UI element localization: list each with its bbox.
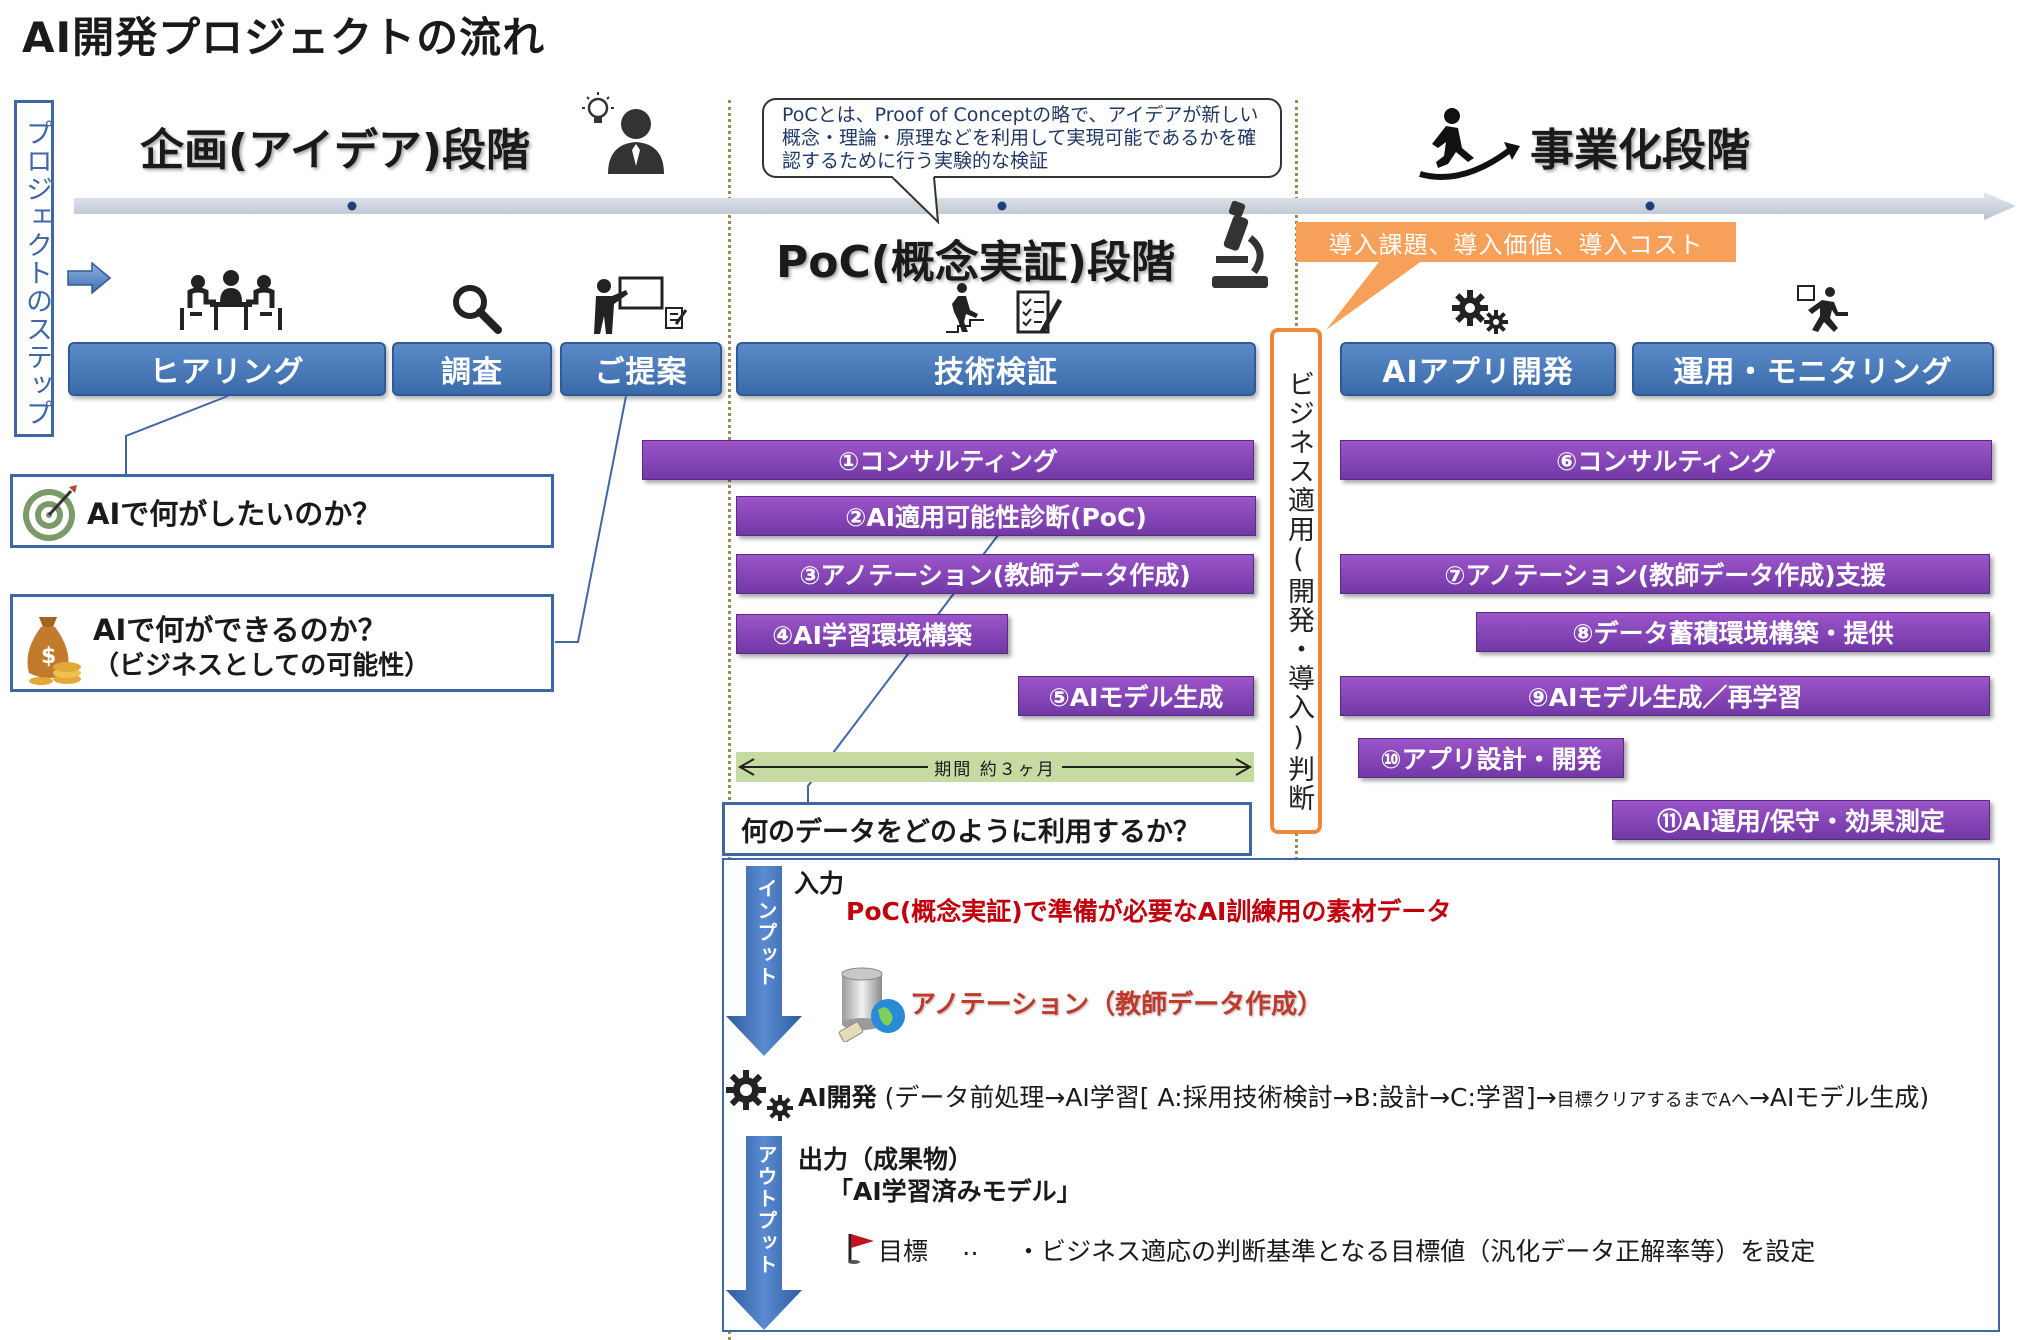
ai-dev-end: →AIモデル生成) (1748, 1083, 1930, 1112)
output-down-arrow (726, 1136, 802, 1330)
task-ai-operation: ⑪AI運用/保守・効果測定 (1612, 800, 1990, 840)
step-research[interactable]: 調査 (392, 342, 552, 396)
ai-dev-loop-note: 目標クリアするまでAへ (1556, 1090, 1749, 1111)
business-judgment-box: ビジネス適用(開発・導入)判断 (1270, 328, 1322, 834)
question-box-what-can-do: $ AIで何ができるのか？ （ビジネスとしての可能性） (10, 594, 554, 692)
microscope-icon (1212, 200, 1268, 288)
task-ai-model-gen: ⑤AIモデル生成 (1018, 676, 1254, 716)
step-tech-verification[interactable]: 技術検証 (736, 342, 1256, 396)
input-description: PoC(概念実証)で準備が必要なAI訓練用の素材データ (846, 897, 1452, 926)
ai-dev-line: AI開発 (データ前処理→AI学習[ A:採用技術検討→B:設計→C:学習]→目… (798, 1078, 1929, 1114)
question-business-possibility: （ビジネスとしての可能性） (93, 651, 431, 681)
output-heading: 出力（成果物） (798, 1145, 974, 1174)
meeting-icon (180, 270, 282, 330)
step-ai-app-dev[interactable]: AIアプリ開発 (1340, 342, 1616, 396)
question-what-can-do: AIで何ができるのか？ (93, 613, 387, 647)
task-ai-feasibility: ②AI適用可能性診断(PoC) (736, 496, 1256, 536)
goal-description: ・ビジネス適応の判断基準となる目標値（汎化データ正解率等）を設定 (1016, 1237, 1816, 1266)
gears-icon (1452, 290, 1508, 334)
task-app-design-dev: ⑩アプリ設計・開発 (1358, 738, 1624, 778)
question-what-to-do: AIで何がしたいのか？ (87, 497, 382, 531)
flag-icon (848, 1234, 874, 1264)
target-icon (23, 485, 77, 541)
task-annotation: ③アノテーション(教師データ作成) (736, 554, 1254, 594)
question-box-data-usage: 何のデータをどのように利用するか？ (722, 802, 1252, 856)
step-arrow-icon (67, 262, 112, 294)
callout-pointer (891, 176, 940, 224)
task-consulting-6: ⑥コンサルティング (1340, 440, 1992, 480)
planning-poc-divider (728, 100, 731, 1340)
task-consulting-1: ①コンサルティング (642, 440, 1254, 480)
task-ai-learning-env: ④AI学習環境構築 (736, 614, 1008, 654)
step-hearing[interactable]: ヒアリング (68, 342, 386, 396)
ai-dev-description: (データ前処理→AI学習[ A:採用技術検討→B:設計→C:学習]→ (884, 1083, 1557, 1112)
step-proposal[interactable]: ご提案 (560, 342, 722, 396)
input-arrow-label: インプット (754, 878, 778, 988)
input-heading: 入力 (794, 869, 845, 898)
running-person-icon (1797, 285, 1848, 332)
climbing-person-icon (946, 283, 984, 333)
output-arrow-label: アウトプット (754, 1144, 778, 1276)
page-title: AI開発プロジェクトの流れ (22, 13, 546, 62)
idea-person-icon (582, 92, 664, 174)
orange-tag-pointer (1326, 258, 1426, 330)
ai-dev-label: AI開発 (798, 1083, 877, 1112)
database-globe-icon (838, 967, 905, 1042)
period-label: 期間 約３ヶ月 (928, 754, 1062, 780)
presentation-icon (594, 276, 688, 334)
step-operation-monitoring[interactable]: 運用・モニタリング (1632, 342, 1994, 396)
stage-planning-title: 企画(アイデア)段階 (140, 125, 531, 176)
checklist-icon (1016, 290, 1063, 334)
running-stairs-icon (1419, 108, 1520, 180)
goal-separator: ‥ (962, 1232, 979, 1261)
timeline-arrow (74, 192, 2016, 220)
annotation-label: アノテーション（教師データ作成） (910, 990, 1324, 1020)
introduction-factors-tag: 導入課題、導入価値、導入コスト (1296, 222, 1736, 262)
task-model-retrain: ⑨AIモデル生成／再学習 (1340, 676, 1990, 716)
question-data-usage: 何のデータをどのように利用するか？ (741, 816, 1200, 848)
stage-poc-title: PoC(概念実証)段階 (776, 237, 1175, 288)
project-steps-label: プロジェクトのステップ (14, 100, 54, 437)
svg-text:$: $ (41, 644, 56, 669)
output-model: 「AI学習済みモデル」 (828, 1177, 1082, 1206)
question-box-what-to-do: AIで何がしたいのか？ (10, 474, 554, 548)
goal-label: 目標 (878, 1237, 929, 1266)
process-detail-box (722, 858, 2000, 1332)
money-bag-icon: $ (27, 617, 81, 685)
ai-dev-gears-icon (726, 1070, 793, 1121)
search-icon (453, 285, 502, 334)
period-bar: 期間 約３ヶ月 (736, 752, 1254, 782)
task-data-storage: ⑧データ蓄積環境構築・提供 (1476, 612, 1990, 652)
stage-business-title: 事業化段階 (1530, 125, 1750, 176)
input-down-arrow (726, 866, 802, 1056)
task-annotation-support: ⑦アノテーション(教師データ作成)支援 (1340, 554, 1990, 594)
poc-definition-callout: PoCとは、Proof of Conceptの略で、アイデアが新しい概念・理論・… (762, 98, 1282, 178)
